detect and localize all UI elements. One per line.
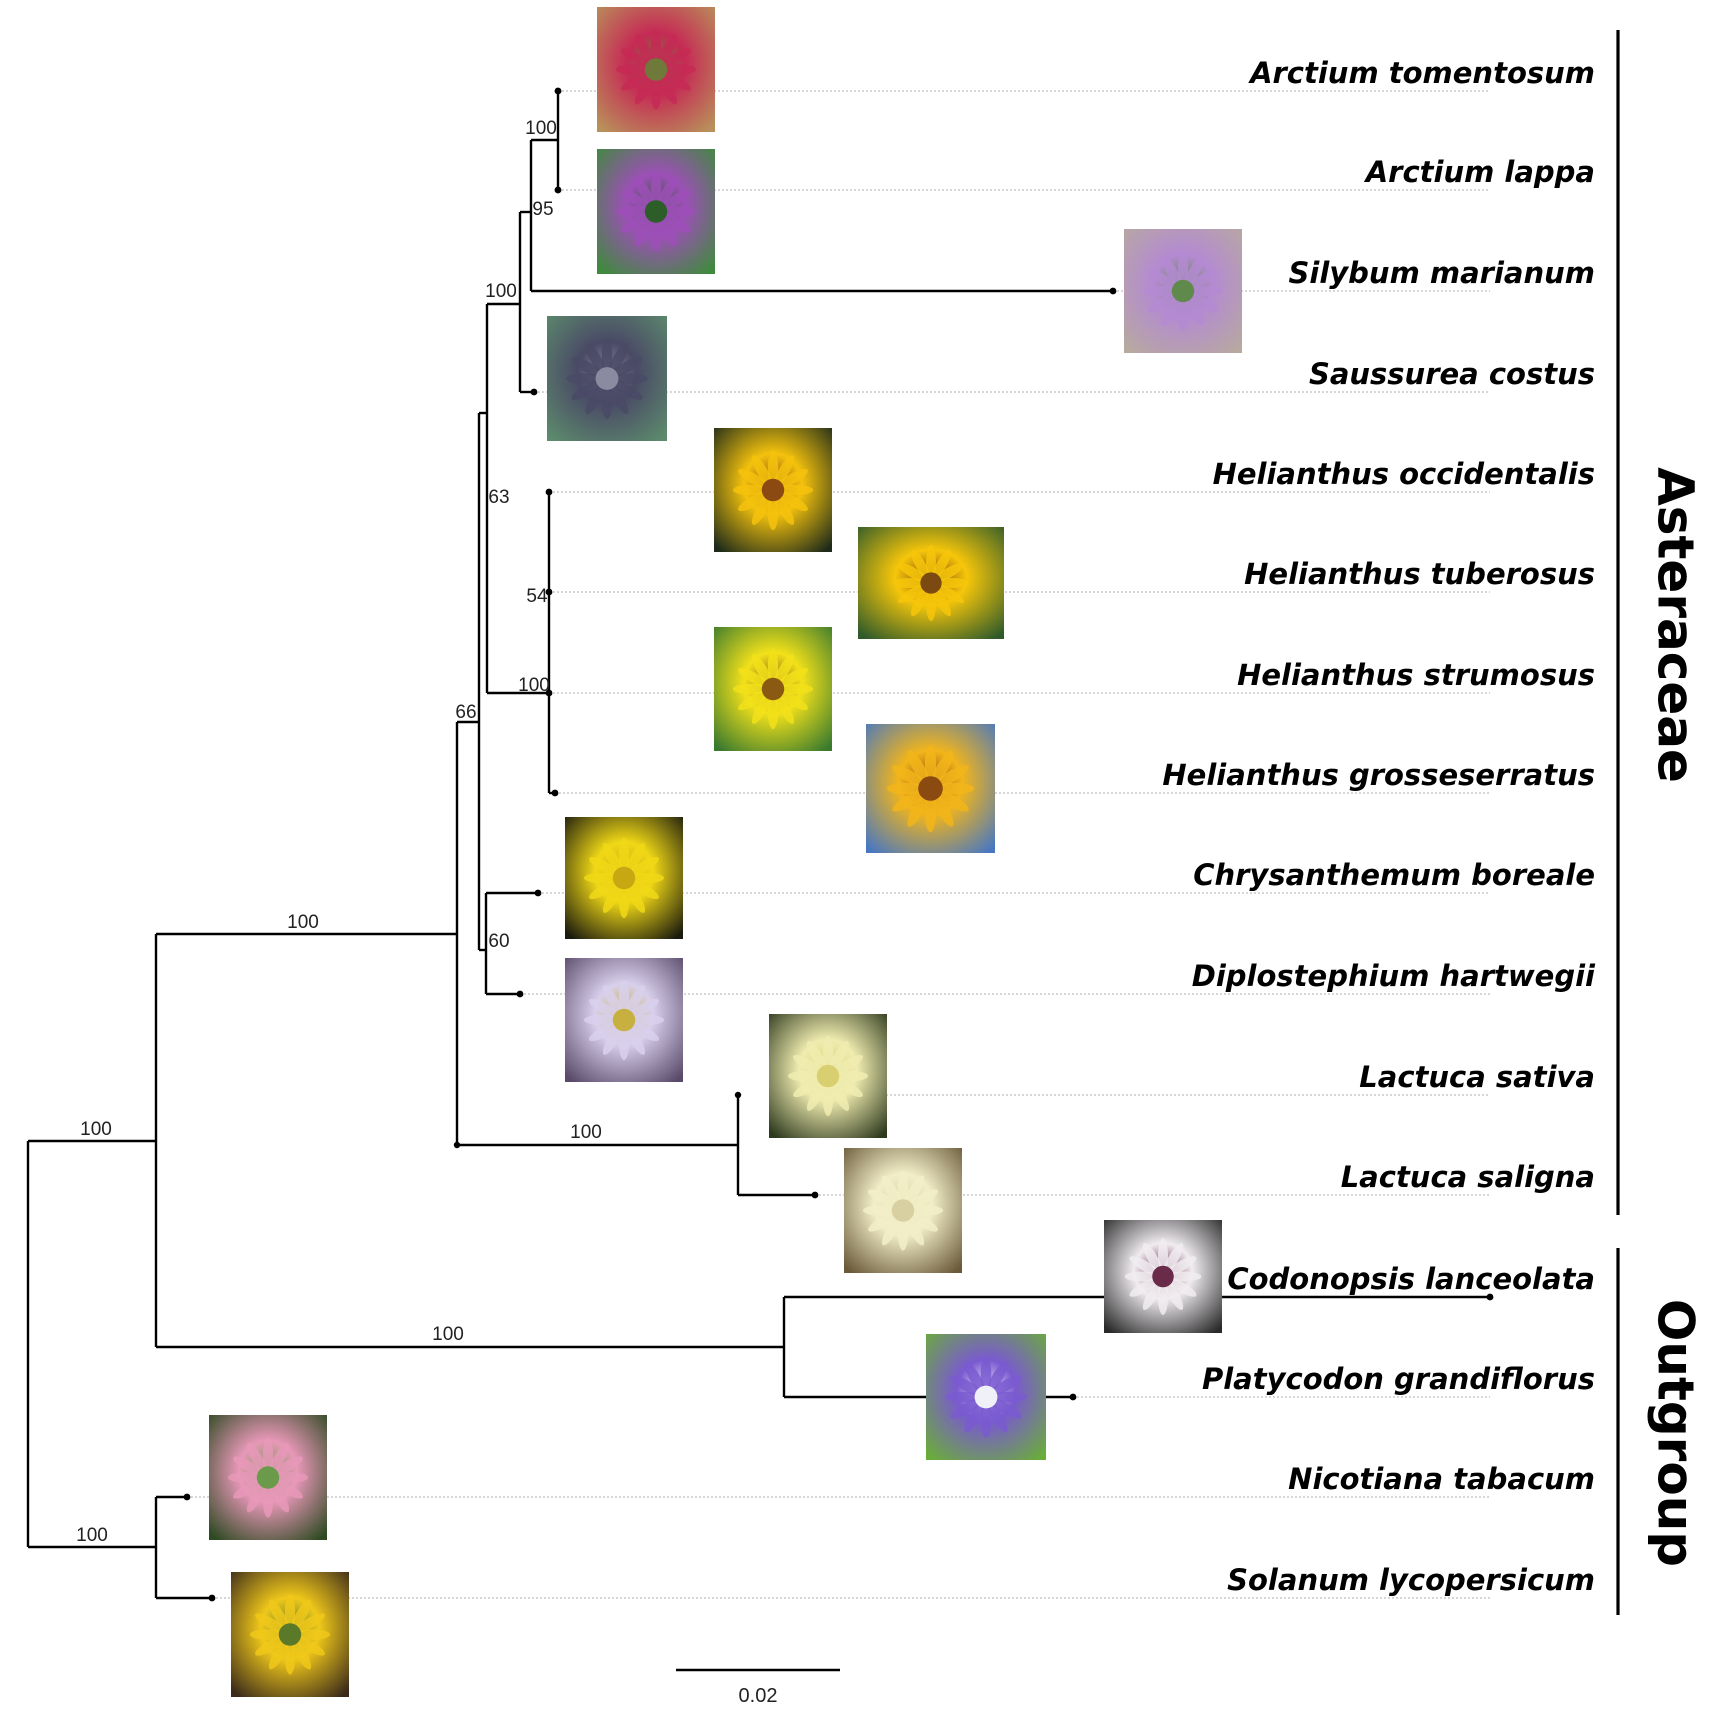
flower-photo-milk-thistle <box>1124 229 1242 353</box>
bootstrap-value: 66 <box>455 702 476 723</box>
flower-photo-purple-red-thistle <box>597 7 715 132</box>
taxon-label: Diplostephium hartwegii <box>1192 959 1596 993</box>
flower-photo-pale-yellow-lettuce-flower <box>769 1014 887 1138</box>
taxon-label: Codonopsis lanceolata <box>1227 1262 1595 1296</box>
tip-dot <box>534 889 542 897</box>
bootstrap-value: 63 <box>488 487 509 508</box>
tip-dot <box>1109 287 1117 295</box>
flower-photo-dark-purple-thistle <box>547 316 667 441</box>
taxon-label: Lactuca sativa <box>1359 1060 1595 1094</box>
tip-dot <box>1486 1293 1494 1301</box>
taxon-label: Helianthus grosseserratus <box>1162 758 1595 792</box>
taxon-label: Solanum lycopersicum <box>1227 1563 1595 1597</box>
node-dots <box>183 87 1494 1602</box>
bootstrap-value: 60 <box>488 931 509 952</box>
bootstrap-value: 95 <box>532 199 553 220</box>
tip-dot <box>530 388 538 396</box>
flower-photo-cream-lettuce-flower <box>844 1148 962 1273</box>
taxon-label: Helianthus strumosus <box>1237 658 1595 692</box>
bootstrap-value: 100 <box>76 1525 108 1546</box>
flower-photo-bell-flower <box>1104 1220 1222 1333</box>
tip-dot <box>183 1493 191 1501</box>
tip-dot <box>545 588 553 596</box>
tip-dot <box>811 1191 819 1199</box>
taxon-label: Helianthus occidentalis <box>1213 457 1595 491</box>
bootstrap-value: 100 <box>432 1324 464 1345</box>
flower-photo-yellow-sunflower <box>858 527 1004 639</box>
taxon-label: Silybum marianum <box>1289 256 1596 290</box>
scale-bar: 0.02 <box>676 1668 840 1707</box>
scale-bar-label: 0.02 <box>739 1685 778 1707</box>
node-dot <box>554 186 562 194</box>
bootstrap-values: 100 95 100 54 100 63 60 66 100 100 100 100 100 <box>76 118 602 1546</box>
flower-photo-yellow-sunflower-blue-sky <box>866 724 995 853</box>
node-dot <box>734 1091 742 1099</box>
bootstrap-value: 100 <box>518 675 550 696</box>
bootstrap-value: 100 <box>485 281 517 302</box>
bootstrap-value: 54 <box>526 586 548 607</box>
bootstrap-value: 100 <box>80 1119 112 1140</box>
clade-label: Outgroup <box>1647 1299 1705 1567</box>
taxon-label: Helianthus tuberosus <box>1244 557 1595 591</box>
tip-dot <box>551 789 559 797</box>
tip-dot <box>545 488 553 496</box>
flower-photo-purple-balloon-flower <box>926 1334 1046 1460</box>
node-dot <box>453 1141 461 1149</box>
bootstrap-value: 100 <box>287 912 319 933</box>
flower-photos <box>209 7 1242 1697</box>
flower-photo-yellow-sunflower <box>714 428 832 552</box>
node-dot <box>554 87 562 95</box>
bootstrap-value: 100 <box>570 1122 602 1143</box>
tip-dot <box>545 689 553 697</box>
taxon-label: Lactuca saligna <box>1341 1160 1595 1194</box>
bootstrap-value: 100 <box>525 118 557 139</box>
tip-dot <box>516 990 524 998</box>
tip-dot <box>208 1594 216 1602</box>
tip-dot <box>1069 1393 1077 1401</box>
taxon-label: Chrysanthemum boreale <box>1193 858 1595 892</box>
taxon-label: Nicotiana tabacum <box>1288 1462 1595 1496</box>
clade-label: Asteraceae <box>1647 467 1705 783</box>
taxon-label: Platycodon grandiflorus <box>1202 1362 1595 1396</box>
flower-photo-lavender-asters <box>565 958 683 1082</box>
flower-photo-small-yellow-daisies <box>565 817 683 939</box>
taxon-label: Arctium tomentosum <box>1248 56 1595 90</box>
flower-photo-pink-tobacco-flower <box>209 1415 327 1540</box>
taxon-label: Arctium lappa <box>1364 155 1595 189</box>
flower-photo-yellow-sunflower <box>714 627 832 751</box>
flower-photo-yellow-tomato-flower <box>231 1572 349 1697</box>
taxon-label: Saussurea costus <box>1309 357 1595 391</box>
flower-photo-purple-burdock <box>597 149 715 274</box>
